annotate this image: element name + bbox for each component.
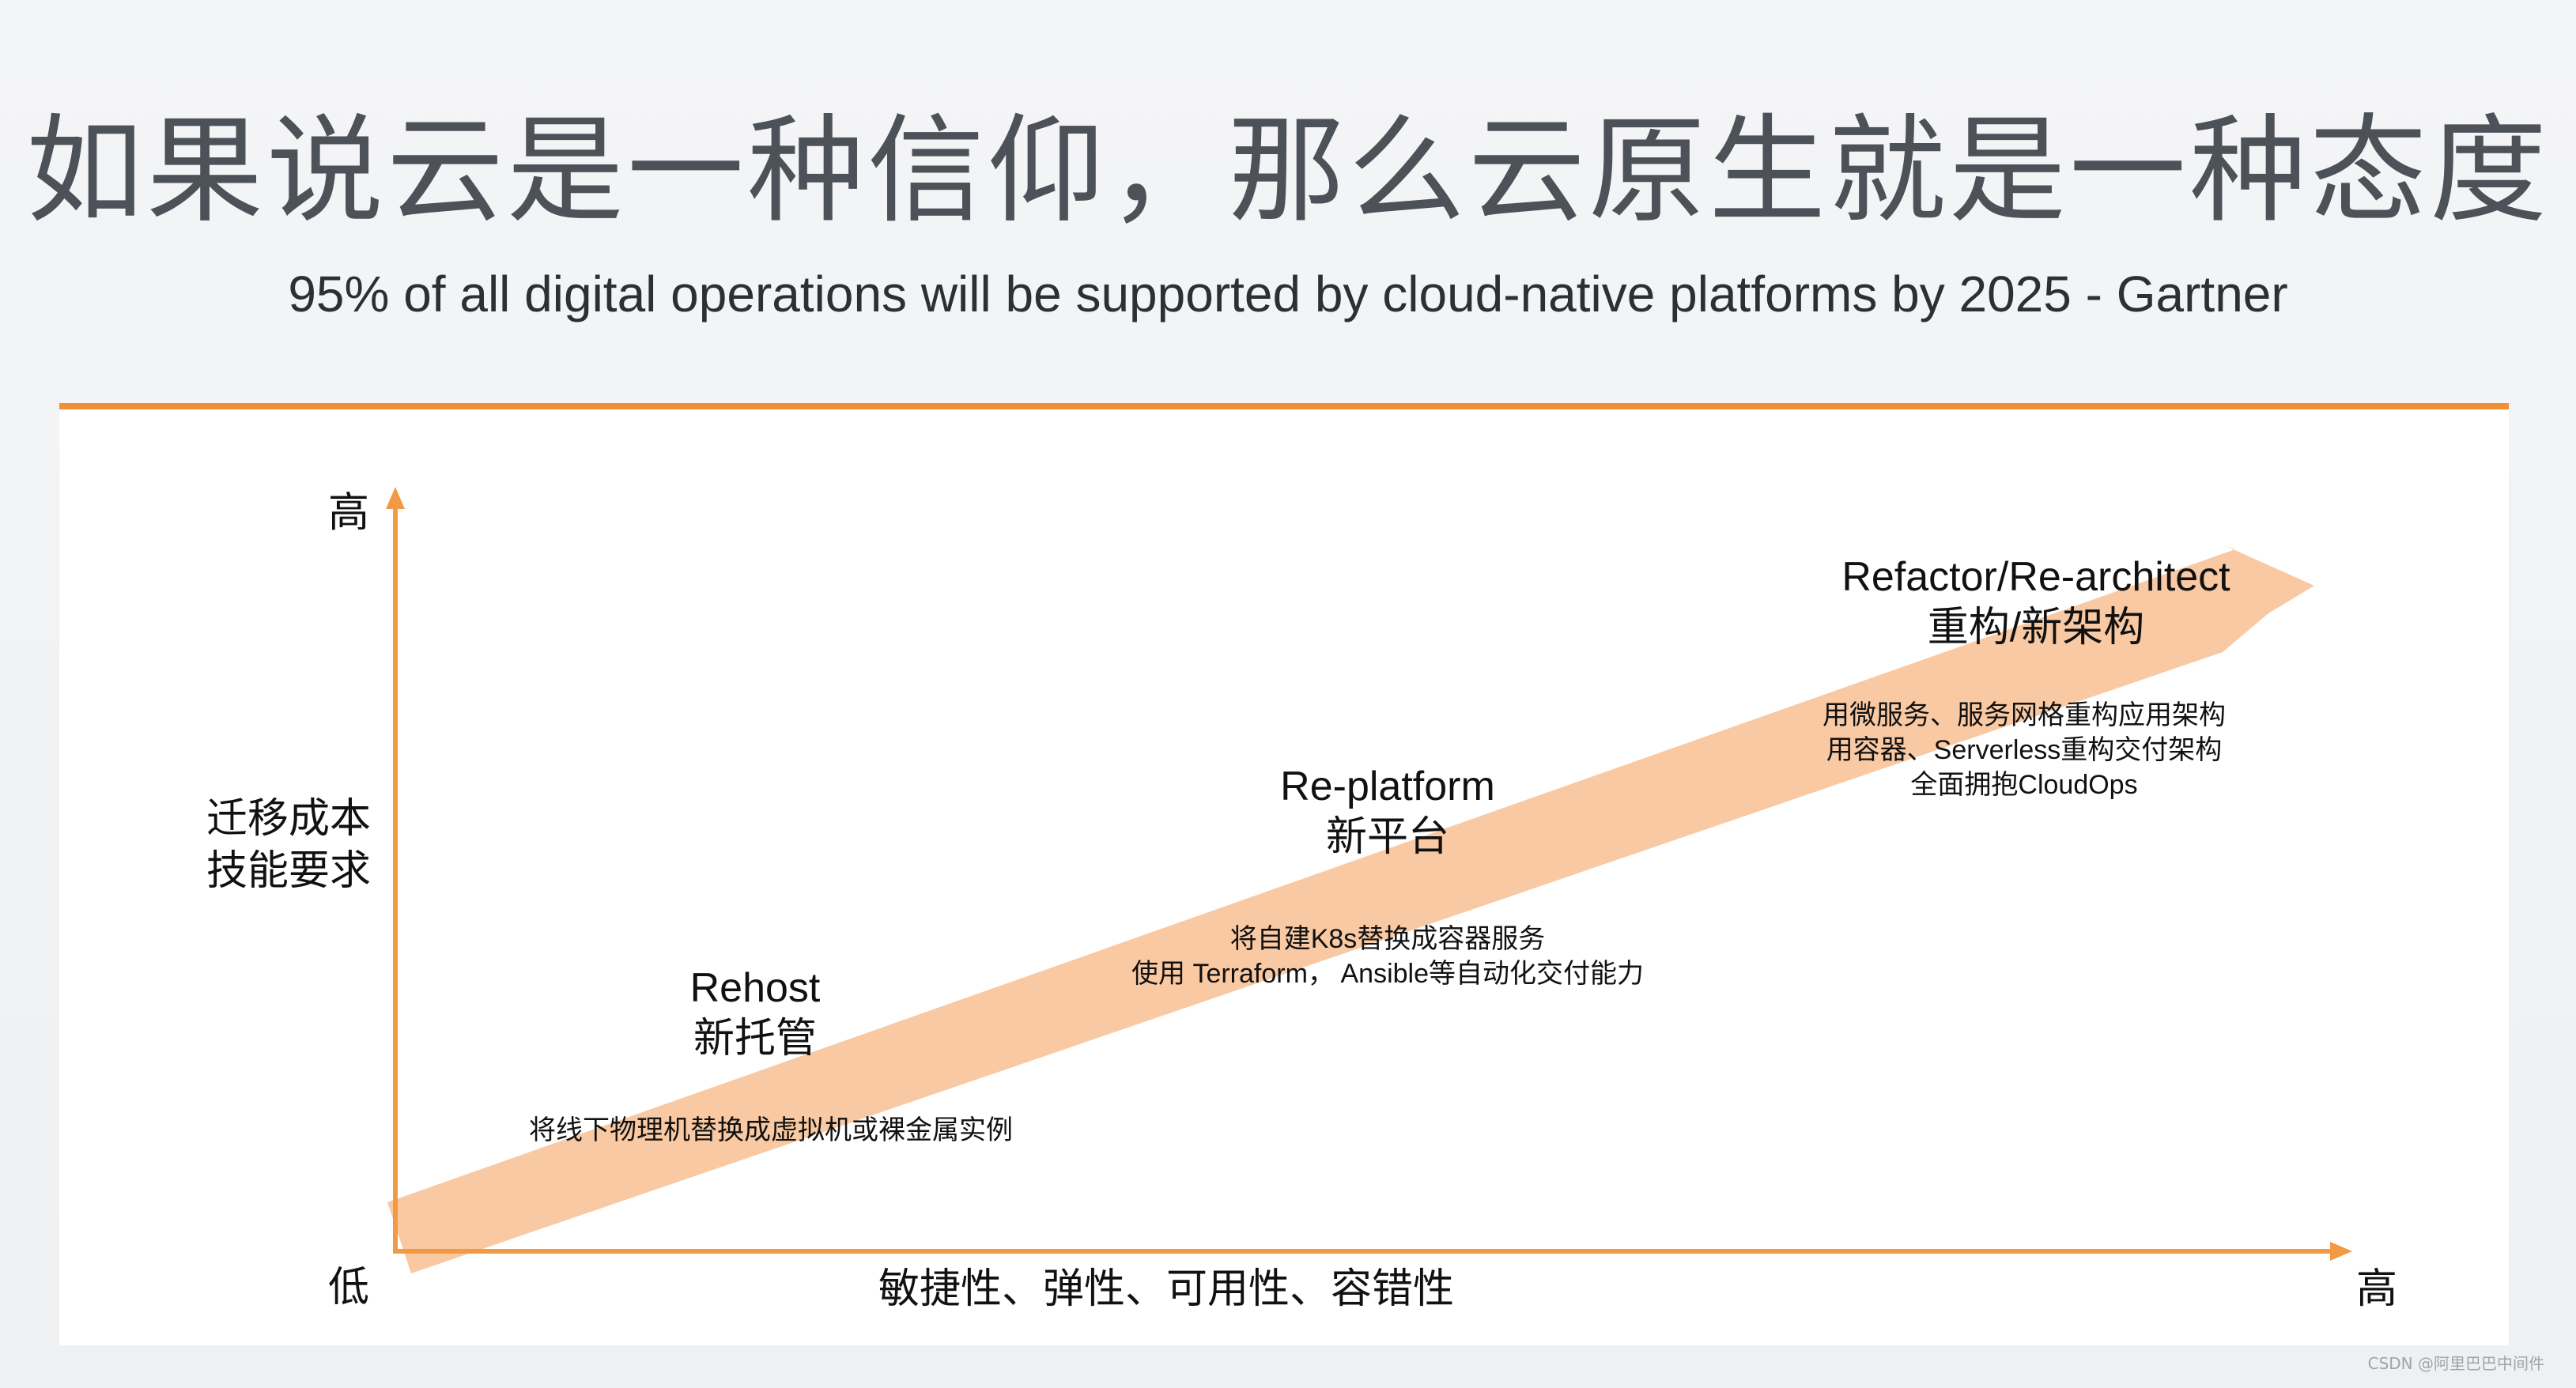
diagram-graphics	[386, 487, 2352, 1273]
y-axis-label-line-1: 迁移成本	[206, 796, 371, 842]
y-axis-top-label: 高	[328, 490, 370, 536]
stage-rehost-name-en: Rehost	[689, 965, 821, 1011]
progression-arrow	[387, 545, 2314, 1273]
stage-rehost-description: 将线下物理机替换成虚拟机或裸金属实例	[376, 1113, 1166, 1148]
stage-replatform-description: 将自建K8s替换成容器服务 使用 Terraform， Ansible等自动化交…	[992, 922, 1783, 991]
x-axis-end-label: 高	[2356, 1266, 2398, 1312]
stage-replatform-desc-line-2: 使用 Terraform， Ansible等自动化交付能力	[1131, 959, 1644, 989]
stage-refactor-desc-line-2: 用容器、Serverless重构交付架构	[1826, 735, 2223, 765]
stage-replatform-name-en: Re-platform	[1280, 764, 1495, 809]
page-subtitle: 95% of all digital operations will be su…	[288, 266, 2288, 322]
stage-refactor-title: Refactor/Re-architect 重构/新架构	[1759, 552, 2313, 653]
y-axis-bottom-label: 低	[328, 1265, 370, 1311]
x-axis-arrowhead	[2330, 1242, 2352, 1261]
stage-replatform-desc-line-1: 将自建K8s替换成容器服务	[1229, 924, 1546, 954]
stage-rehost-name-zh: 新托管	[693, 1016, 817, 1062]
y-axis-arrowhead	[386, 487, 405, 509]
stage-refactor-desc-line-3: 全面拥抱CloudOps	[1910, 770, 2138, 800]
watermark: CSDN @阿里巴巴中间件	[2367, 1354, 2544, 1373]
stage-replatform-name-zh: 新平台	[1325, 814, 1449, 860]
stage-refactor-desc-line-1: 用微服务、服务网格重构应用架构	[1822, 700, 2226, 730]
page-title: 如果说云是一种信仰，那么云原生就是一种态度	[26, 103, 2550, 239]
stage-refactor-description: 用微服务、服务网格重构应用架构 用容器、Serverless重构交付架构 全面拥…	[1708, 698, 2340, 802]
stage-rehost-desc-line-1: 将线下物理机替换成虚拟机或裸金属实例	[529, 1115, 1013, 1145]
stage-rehost-title: Rehost 新托管	[557, 963, 953, 1064]
stage-refactor-name-zh: 重构/新架构	[1927, 605, 2145, 651]
x-axis-label: 敏捷性、弹性、可用性、容错性	[878, 1266, 1454, 1312]
stage-replatform-title: Re-platform 新平台	[1166, 761, 1609, 862]
y-axis-label-line-2: 技能要求	[206, 848, 371, 894]
stage-refactor-name-en: Refactor/Re-architect	[1841, 554, 2230, 600]
y-axis-label: 迁移成本 技能要求	[186, 793, 391, 897]
diagram-panel: 高 迁移成本 技能要求 低 敏捷性、弹性、可用性、容错性 高 Rehost 新托…	[59, 403, 2509, 1345]
